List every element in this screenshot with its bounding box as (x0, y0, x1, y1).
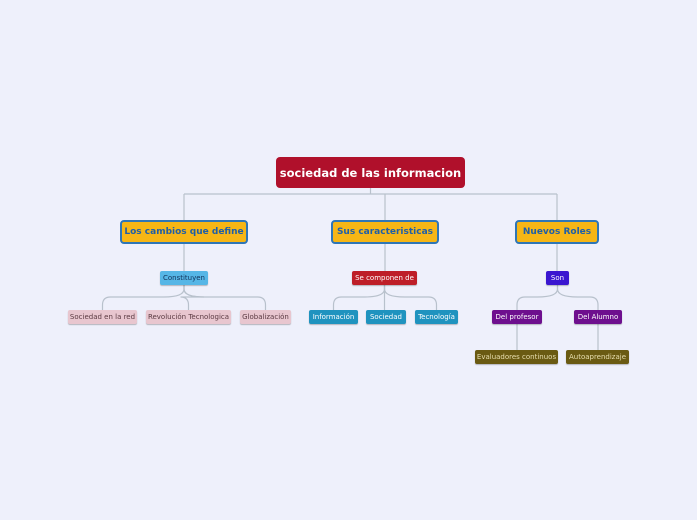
branch-sus-caracteristicas[interactable]: Sus caracteristicas (331, 220, 439, 244)
connector-se-componen-de[interactable]: Se componen de (352, 271, 417, 285)
branch-los-cambios-que-define[interactable]: Los cambios que define (120, 220, 248, 244)
child-link (556, 285, 599, 310)
topic-del-profesor[interactable]: Del profesor (492, 310, 542, 324)
connector-constituyen[interactable]: Constituyen (160, 271, 208, 285)
child-link (516, 285, 559, 310)
topic-del-alumno[interactable]: Del Alumno (574, 310, 622, 324)
topic-informacion[interactable]: Información (309, 310, 358, 324)
child-link (101, 285, 185, 310)
topic-sociedad[interactable]: Sociedad (366, 310, 406, 324)
connector-son[interactable]: Son (546, 271, 569, 285)
topic-revolucion-tecnologica[interactable]: Revolución Tecnologica (146, 310, 231, 324)
topic-tecnologia[interactable]: Tecnología (415, 310, 458, 324)
root-topic[interactable]: sociedad de las informacion (276, 157, 465, 188)
topic-evaluadores-continuos[interactable]: Evaluadores continuos (475, 350, 558, 364)
child-link (332, 285, 386, 310)
branch-nuevos-roles[interactable]: Nuevos Roles (515, 220, 599, 244)
topic-sociedad-en-la-red[interactable]: Sociedad en la red (68, 310, 137, 324)
topic-autoaprendizaje[interactable]: Autoaprendizaje (566, 350, 629, 364)
topic-globalizacion[interactable]: Globalización (240, 310, 291, 324)
child-link (383, 285, 438, 310)
child-link (183, 285, 267, 310)
